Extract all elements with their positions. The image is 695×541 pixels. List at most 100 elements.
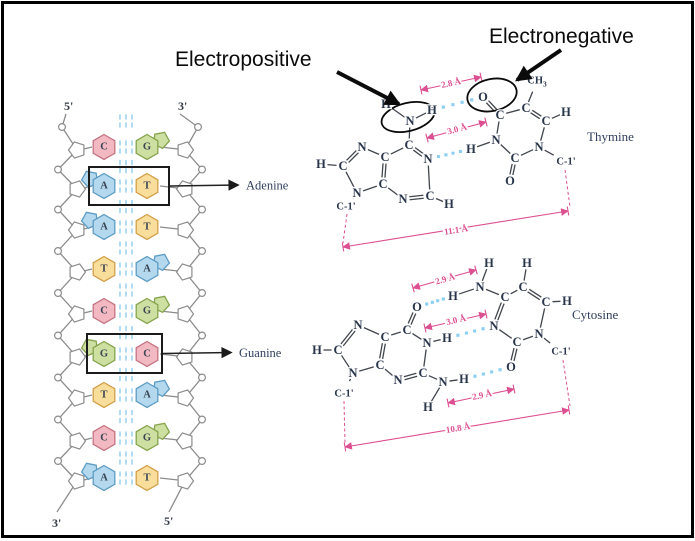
atom-highlight-ellipse <box>380 101 436 133</box>
atom-tC2: C <box>510 151 519 165</box>
single-bond <box>387 187 399 196</box>
base-T-hexagon <box>92 255 116 283</box>
ladder-hbond-dash <box>119 471 121 477</box>
ladder-hbond-dash <box>125 167 127 174</box>
double-bond <box>342 330 356 347</box>
distance-label: 10.8 Å <box>445 421 471 435</box>
base-C-hexagon <box>92 297 116 325</box>
phosphate-circle <box>198 165 207 174</box>
distance-arrow <box>412 268 477 290</box>
ladder-hbond-dash <box>119 459 121 465</box>
ladder-terminal-top-left: 5' <box>64 99 73 113</box>
distance-end-tick <box>479 72 483 82</box>
measure-connector <box>564 169 571 208</box>
distance-end-tick <box>423 323 427 333</box>
double-bond <box>379 343 384 359</box>
atom-gN3: N <box>393 373 402 387</box>
ladder-hbond-dash <box>125 199 127 206</box>
atom-cC2: C <box>512 335 521 349</box>
ladder-hbond-dash <box>131 417 133 424</box>
ladder-hbond-dash <box>125 451 127 457</box>
phosphate-circle <box>198 247 207 256</box>
ladder-hbond-dash <box>131 312 133 318</box>
ladder-hbond-dash <box>119 347 121 353</box>
atom-cC5: C <box>518 280 527 294</box>
single-bond <box>551 114 561 119</box>
ladder-hbond-dash <box>119 479 121 485</box>
single-bond <box>341 355 350 368</box>
phosphate-circle <box>198 457 207 466</box>
distance-end-tick <box>566 206 570 216</box>
atom-gH1: H <box>442 331 452 345</box>
double-bond <box>513 348 518 362</box>
atom-tC5: C <box>521 101 530 115</box>
double-bond <box>407 312 414 324</box>
atom-tH3: H <box>466 142 476 156</box>
double-bond <box>510 347 515 361</box>
distance-end-tick <box>419 85 423 95</box>
ladder-hbond-dash <box>119 388 121 394</box>
distance-end-tick <box>512 384 516 394</box>
sugar-pentagon <box>177 389 195 407</box>
ladder-hbond-dash <box>131 347 133 353</box>
ladder-hbond-dash <box>131 114 133 120</box>
single-bond <box>543 337 551 344</box>
atom-tH6: H <box>561 105 571 119</box>
base-T-letter: T <box>143 222 150 233</box>
ladder-hbond-dash <box>125 439 127 445</box>
ladder-hbond-dash <box>131 479 133 485</box>
atom-cN1: N <box>534 327 543 341</box>
base-A-hexagon <box>92 213 116 241</box>
double-bond <box>494 302 502 320</box>
measure-connector <box>562 359 571 407</box>
double-bond <box>410 313 417 325</box>
ladder-hbond-dash <box>119 283 121 289</box>
ladder-hbond-dash <box>125 396 127 402</box>
base-C-letter: C <box>100 433 108 444</box>
double-bond <box>384 163 387 178</box>
single-bond <box>539 308 546 328</box>
base-sugar-link <box>83 310 93 314</box>
ladder-hbond-dash <box>119 122 121 128</box>
single-bond <box>449 379 458 382</box>
single-bond <box>390 147 404 155</box>
atom-gC6: C <box>402 323 411 337</box>
phosphate-circle <box>53 247 62 256</box>
ladder-hbond-dash <box>131 262 133 268</box>
atom-cH6: H <box>562 294 572 308</box>
single-bond <box>359 366 374 372</box>
ladder-hbond-dash <box>119 291 121 297</box>
ladder-hbond-dash <box>131 304 133 310</box>
single-bond <box>367 148 380 156</box>
atom-gN2: N <box>438 375 447 389</box>
ladder-hbond-dash <box>119 304 121 310</box>
double-bond <box>527 291 541 301</box>
ladder-hbond-dash <box>119 179 121 185</box>
phosphate-circle <box>53 165 62 174</box>
hydrogen-bond-dot <box>441 105 445 109</box>
atom-tC6: C <box>541 114 550 128</box>
double-bond <box>348 152 359 163</box>
atom-highlight-ellipse <box>466 77 518 113</box>
atom-aC1: C-1' <box>336 202 355 213</box>
ladder-hbond-dash <box>119 333 121 340</box>
double-bond <box>404 375 418 381</box>
atom-aN7: N <box>357 140 366 154</box>
base-T-hexagon <box>135 213 159 241</box>
base-T-letter: T <box>100 264 107 275</box>
ladder-hbond-dash <box>125 228 127 234</box>
atom-gC2: C <box>418 366 427 380</box>
ladder-hbond-dash <box>131 199 133 206</box>
atom-aH2: H <box>444 197 454 211</box>
single-bond <box>540 127 545 141</box>
single-bond <box>520 149 534 156</box>
hydrogen-bond-dot <box>470 98 474 102</box>
base-A-hexagon <box>135 255 159 283</box>
ladder-hbond-dash <box>125 249 127 255</box>
ladder-hbond-dash <box>119 140 121 146</box>
phosphate-circle <box>198 373 207 382</box>
base-A-hexagon <box>92 172 116 200</box>
atom-aN6: N <box>405 114 414 128</box>
sugar-pentagon <box>177 221 195 239</box>
ladder-hbond-dash <box>131 179 133 185</box>
